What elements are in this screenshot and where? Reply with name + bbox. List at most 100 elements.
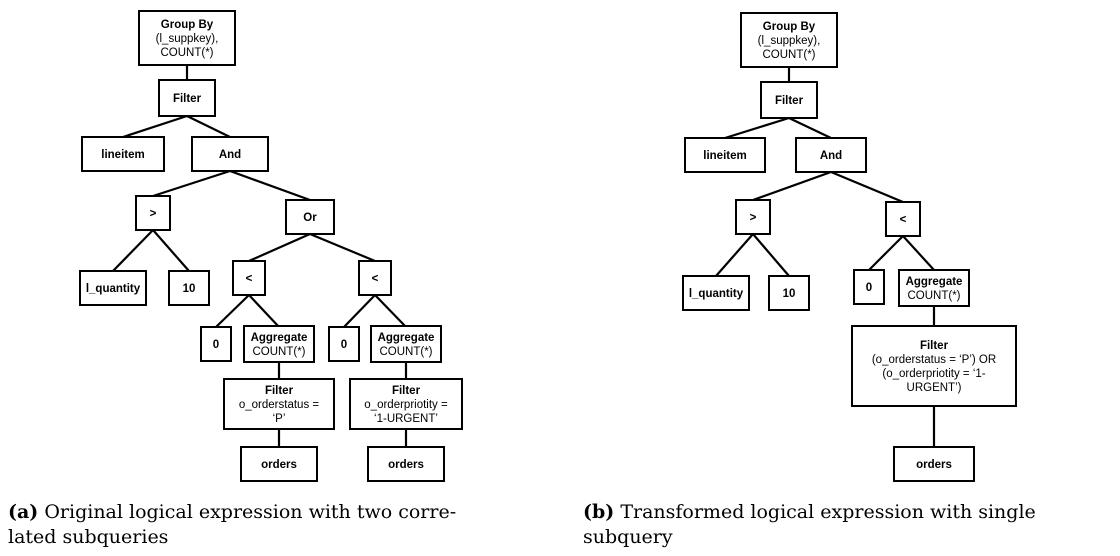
b-orders-node-box xyxy=(893,446,975,482)
b-filter-node-text-1: (o_orderstatus = ‘P’) OR xyxy=(872,354,996,366)
a-agg-left-node-text-1: COUNT(*) xyxy=(252,346,305,358)
tree-a-edges xyxy=(112,65,408,448)
b-filter-node-text-2: (o_orderpriotity = ‘1- xyxy=(882,368,985,380)
a-filter-right-node-text-1: o_orderpriotity = xyxy=(364,399,448,411)
edge-gt-10-b xyxy=(752,233,790,277)
a-orders-right-node-text-0: orders xyxy=(388,459,424,471)
caption-a-text-line2: lated subqueries xyxy=(8,526,169,548)
tree-b-edges xyxy=(715,67,936,447)
b-agg-node-box xyxy=(898,269,970,307)
edge-gt-lquantity-b xyxy=(715,233,754,277)
a-lt-right-node-box xyxy=(358,260,392,296)
edge-filter-and-b xyxy=(788,117,832,139)
edge-lt-zero-b xyxy=(868,235,904,271)
edge-or-ltleft-a xyxy=(248,232,311,263)
a-orders-left-node: orders xyxy=(240,446,318,482)
a-zero-right-node: 0 xyxy=(328,326,360,362)
a-or-node-box xyxy=(285,199,335,235)
edge-filter-lineitem-a xyxy=(122,114,188,139)
edge-gt-lquantity-a xyxy=(112,229,154,272)
b-filter-top-node-box xyxy=(760,81,818,119)
a-orders-right-node-box xyxy=(367,446,445,482)
a-lt-right-node-text-0: < xyxy=(372,273,379,285)
caption-a: (a) Original logical expression with two… xyxy=(8,500,553,550)
a-ten-node-box xyxy=(168,270,210,306)
a-lineitem-node: lineitem xyxy=(81,136,165,172)
b-filter-node: Filter (o_orderstatus = ‘P’) OR (o_orderpr… xyxy=(851,325,1017,407)
b-ten-node: 10 xyxy=(768,275,810,311)
tree-b-nodes: Group By(l_suppkey),COUNT(*)Filterlineit… xyxy=(682,12,1017,482)
a-filter-top-node: Filter xyxy=(158,79,216,117)
edge-ltleft-zero-a xyxy=(215,294,250,328)
a-lineitem-node-text-0: lineitem xyxy=(101,149,144,161)
a-filter-top-node-box xyxy=(158,79,216,117)
a-and-node-text-0: And xyxy=(219,149,241,161)
edge-and-or-a xyxy=(229,169,311,202)
a-gt-node-text-0: > xyxy=(150,208,157,220)
a-and-node-box xyxy=(191,136,269,172)
a-or-node-text-0: Or xyxy=(303,212,317,224)
b-group-by-node-box xyxy=(740,12,838,68)
b-ten-node-box xyxy=(768,275,810,311)
caption-b: (b) Transformed logical expression with … xyxy=(583,500,1118,550)
b-filter-node-text-0: Filter xyxy=(920,340,949,352)
a-lt-right-node: < xyxy=(358,260,392,296)
edge-filter-lineitem-b xyxy=(724,116,790,140)
a-group-by-node-text-1: (l_suppkey), xyxy=(156,33,219,45)
b-filter-top-node-text-0: Filter xyxy=(775,95,804,107)
caption-b-text-line2: subquery xyxy=(583,526,673,548)
edge-ltleft-agg-a xyxy=(248,294,280,328)
a-zero-left-node-text-0: 0 xyxy=(213,339,219,351)
b-lquantity-node: l_quantity xyxy=(682,275,750,311)
a-agg-right-node-text-1: COUNT(*) xyxy=(379,346,432,358)
diagrams-canvas: Group By(l_suppkey),COUNT(*) Filter lineit… xyxy=(79,10,1017,482)
a-agg-right-node-text-0: Aggregate xyxy=(378,332,435,344)
b-lineitem-node-box xyxy=(684,137,766,173)
a-zero-right-node-box xyxy=(328,326,360,362)
edge-gt-10-a xyxy=(152,229,190,272)
a-zero-left-node-box xyxy=(200,326,232,362)
a-lquantity-node: l_quantity xyxy=(79,270,147,306)
b-zero-node-text-0: 0 xyxy=(866,282,872,294)
b-orders-node-text-0: orders xyxy=(916,459,952,471)
edge-ltright-agg-a xyxy=(374,294,407,328)
a-filter-right-node-text-0: Filter xyxy=(392,385,421,397)
b-gt-node: > xyxy=(735,199,771,235)
edge-or-ltright-a xyxy=(309,232,376,263)
a-zero-right-node-text-0: 0 xyxy=(341,339,347,351)
edge-and-gt-a xyxy=(152,169,231,198)
a-filter-top-node-text-0: Filter xyxy=(173,93,202,105)
caption-a-label: (a) xyxy=(8,501,39,523)
b-group-by-node-text-1: (l_suppkey), xyxy=(758,35,821,47)
a-lquantity-node-box xyxy=(79,270,147,306)
b-group-by-node-text-2: COUNT(*) xyxy=(762,49,815,61)
a-zero-left-node: 0 xyxy=(200,326,232,362)
caption-a-text-line1: Original logical expression with two cor… xyxy=(44,501,457,523)
b-zero-node-box xyxy=(853,269,885,305)
b-lineitem-node-text-0: lineitem xyxy=(703,150,746,162)
edge-lt-agg-b xyxy=(902,235,935,271)
a-agg-left-node-text-0: Aggregate xyxy=(251,332,308,344)
a-group-by-node-box xyxy=(138,10,236,66)
a-group-by-node: Group By(l_suppkey),COUNT(*) xyxy=(138,10,236,66)
edge-filter-and-a xyxy=(186,115,231,138)
a-filter-right-node-text-2: ‘1-URGENT’ xyxy=(374,413,438,425)
a-filter-left-node-text-0: Filter xyxy=(265,385,294,397)
b-lt-node-box xyxy=(885,201,921,237)
b-agg-node-text-0: Aggregate xyxy=(906,276,963,288)
a-ten-node: 10 xyxy=(168,270,210,306)
b-gt-node-box xyxy=(735,199,771,235)
caption-b-text-line1: Transformed logical expression with sing… xyxy=(620,501,1036,523)
b-filter-node-box xyxy=(851,325,1017,407)
edge-and-gt-b xyxy=(752,170,832,202)
a-and-node: And xyxy=(191,136,269,172)
a-lt-left-node-box xyxy=(232,260,266,296)
b-orders-node: orders xyxy=(893,446,975,482)
b-lquantity-node-text-0: l_quantity xyxy=(689,288,744,300)
caption-b-label: (b) xyxy=(583,501,615,523)
a-agg-left-node-box xyxy=(243,325,315,363)
b-lineitem-node: lineitem xyxy=(684,137,766,173)
